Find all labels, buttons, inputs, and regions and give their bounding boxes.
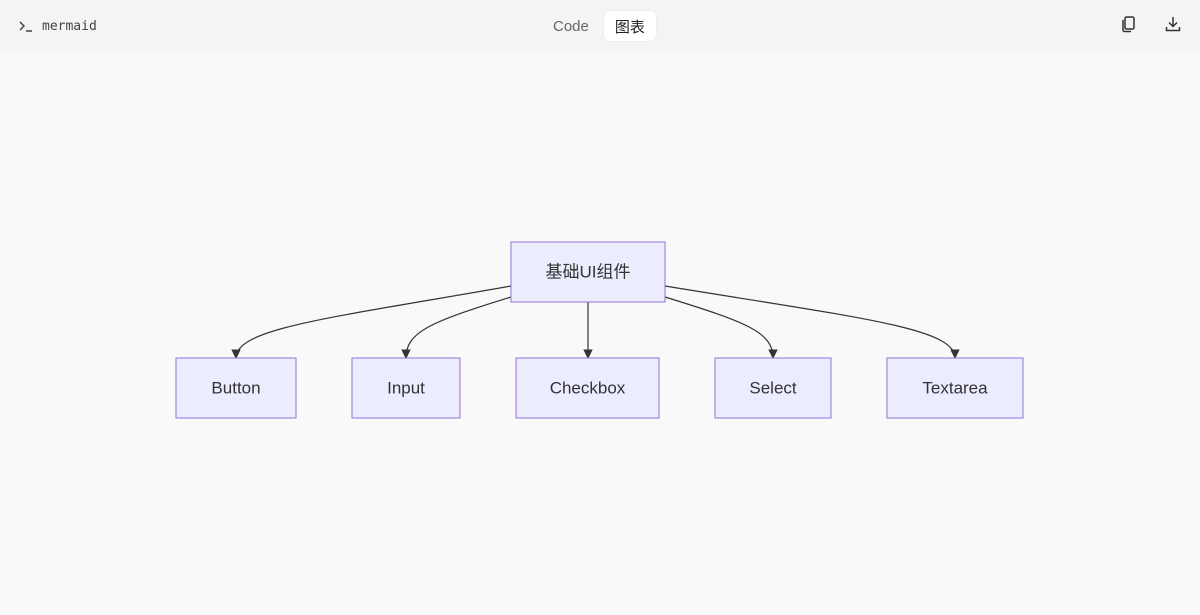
code-block-header: mermaid Code 图表: [0, 0, 1200, 52]
node-textarea[interactable]: Textarea: [886, 357, 1024, 419]
node-textarea-box: [886, 357, 1024, 419]
node-checkbox-box: [515, 357, 660, 419]
tab-code[interactable]: Code: [553, 17, 589, 35]
node-select[interactable]: Select: [714, 357, 832, 419]
download-icon: [1164, 15, 1182, 38]
node-button-label: Button: [211, 379, 260, 398]
diagram-canvas: 基础UI组件 Button Input Checkbox Select Textarea: [0, 52, 1200, 610]
node-root-box: [510, 241, 666, 303]
node-checkbox-label: Checkbox: [550, 379, 626, 398]
node-input-label: Input: [387, 379, 425, 398]
node-root-label: 基础UI组件: [546, 263, 631, 282]
flowchart-diagram: 基础UI组件 Button Input Checkbox Select Textarea: [175, 241, 1024, 419]
terminal-prompt-icon: [18, 19, 34, 33]
node-root[interactable]: 基础UI组件: [510, 241, 666, 303]
edge-root-to-button: [231, 285, 512, 359]
node-input[interactable]: Input: [351, 357, 461, 419]
language-indicator: mermaid: [18, 17, 97, 35]
edge-root-to-textarea: [664, 285, 960, 359]
node-textarea-label: Textarea: [922, 379, 988, 398]
node-button[interactable]: Button: [175, 357, 297, 419]
view-tabs: Code 图表: [542, 11, 656, 41]
tab-diagram[interactable]: 图表: [603, 11, 656, 41]
node-select-label: Select: [749, 379, 797, 398]
node-button-box: [175, 357, 297, 419]
node-checkbox[interactable]: Checkbox: [515, 357, 660, 419]
copy-button[interactable]: [1115, 12, 1143, 40]
edge-root-to-input: [401, 296, 512, 359]
edge-root-to-select: [664, 296, 778, 359]
node-select-box: [714, 357, 832, 419]
copy-icon: [1120, 15, 1138, 38]
node-input-box: [351, 357, 461, 419]
download-button[interactable]: [1159, 12, 1187, 40]
language-label: mermaid: [42, 18, 97, 34]
